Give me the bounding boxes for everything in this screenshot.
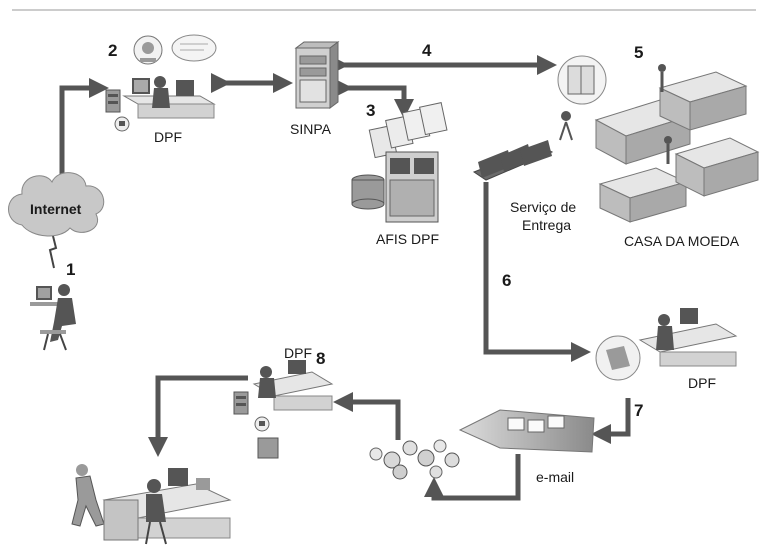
casa-da-moeda-factory-icon	[557, 55, 760, 223]
arrow-entrega-to-dpf	[483, 182, 591, 362]
afis-label: AFIS DPF	[376, 231, 439, 247]
dpf-office-icon	[105, 34, 217, 132]
dpf-top-label: DPF	[154, 129, 182, 145]
dpf-bottom-label: DPF	[284, 345, 312, 361]
server-icon	[294, 41, 340, 109]
dpf-right-office-icon	[595, 308, 738, 381]
arrow-dpf-to-email	[591, 398, 631, 444]
step-2: 2	[108, 41, 117, 60]
step-3: 3	[366, 101, 375, 120]
servico-line2: Entrega	[522, 217, 571, 233]
arrow-citizens-to-dpf	[333, 392, 401, 440]
internet-cloud	[8, 172, 105, 237]
step-1: 1	[66, 260, 75, 279]
user-computer-icon	[30, 284, 76, 351]
arrow-internet-to-dpf	[59, 78, 109, 180]
step-4: 4	[422, 41, 432, 60]
step-7: 7	[634, 401, 643, 420]
internet-label: Internet	[30, 201, 82, 217]
email-arrow-icon	[458, 409, 595, 453]
citizen-receiving-passport-icon	[71, 464, 232, 545]
arrow-sinpa-afis	[332, 78, 414, 119]
email-label: e-mail	[536, 469, 574, 485]
arrow-email-to-citizens	[424, 454, 521, 501]
sinpa-label: SINPA	[290, 121, 332, 137]
casa-da-moeda-label: CASA DA MOEDA	[624, 233, 740, 249]
arrow-dpf-to-citizen	[148, 375, 248, 457]
step-6: 6	[502, 271, 511, 290]
dpf-bottom-office-icon	[233, 360, 334, 459]
step-5: 5	[634, 43, 643, 62]
dpf-right-label: DPF	[688, 375, 716, 391]
step-8: 8	[316, 349, 325, 368]
arrow-user-to-internet	[48, 231, 58, 269]
afis-fingerprint-server-icon	[351, 102, 448, 223]
delivery-envelopes-icon	[472, 140, 554, 181]
servico-line1: Serviço de	[510, 199, 576, 215]
citizens-faces-icon	[369, 439, 460, 480]
